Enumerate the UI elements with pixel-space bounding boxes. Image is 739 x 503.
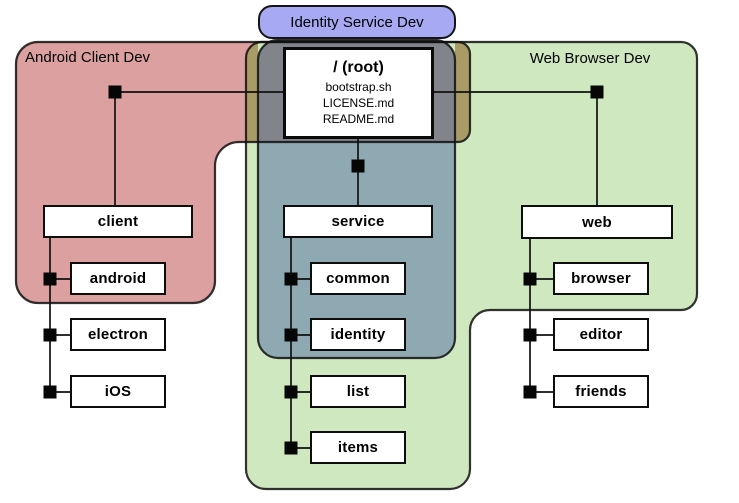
junction-android (43, 272, 57, 286)
node-ios: iOS (70, 375, 166, 408)
node-root: / (root) bootstrap.sh LICENSE.md README.… (283, 47, 434, 139)
junction-electron (43, 328, 57, 342)
node-android: android (70, 262, 166, 295)
node-common: common (310, 262, 406, 295)
root-file: README.md (322, 112, 395, 126)
identity-label-box (258, 5, 456, 39)
node-client: client (43, 205, 193, 238)
junction-common (284, 272, 298, 286)
node-service: service (283, 205, 433, 238)
root-title: / (root) (333, 59, 384, 76)
node-editor: editor (553, 318, 649, 351)
node-list: list (310, 375, 406, 408)
region-title-web: Web Browser Dev (529, 50, 651, 67)
region-web-outline (244, 40, 699, 491)
junction-editor (523, 328, 537, 342)
junction-friends (523, 385, 537, 399)
node-electron: electron (70, 318, 166, 351)
junction-root-service (351, 159, 365, 173)
junction-browser (523, 272, 537, 286)
junction-ios (43, 385, 57, 399)
node-friends: friends (553, 375, 649, 408)
junction-items (284, 441, 298, 455)
overlap-identity-web (258, 142, 455, 358)
node-web: web (521, 205, 673, 239)
root-file: LICENSE.md (322, 96, 395, 110)
node-items: items (310, 431, 406, 464)
junction-root-right (590, 85, 604, 99)
junction-root-left (108, 85, 122, 99)
node-identity: identity (310, 318, 406, 351)
junction-identity (284, 328, 298, 342)
region-title-android: Android Client Dev (25, 49, 151, 66)
region-identity-outline (256, 38, 457, 360)
node-browser: browser (553, 262, 649, 295)
region-android-outline (14, 40, 472, 305)
junction-list (284, 385, 298, 399)
region-title-identity: Identity Service Dev (290, 13, 424, 31)
root-file: bootstrap.sh (325, 80, 392, 94)
